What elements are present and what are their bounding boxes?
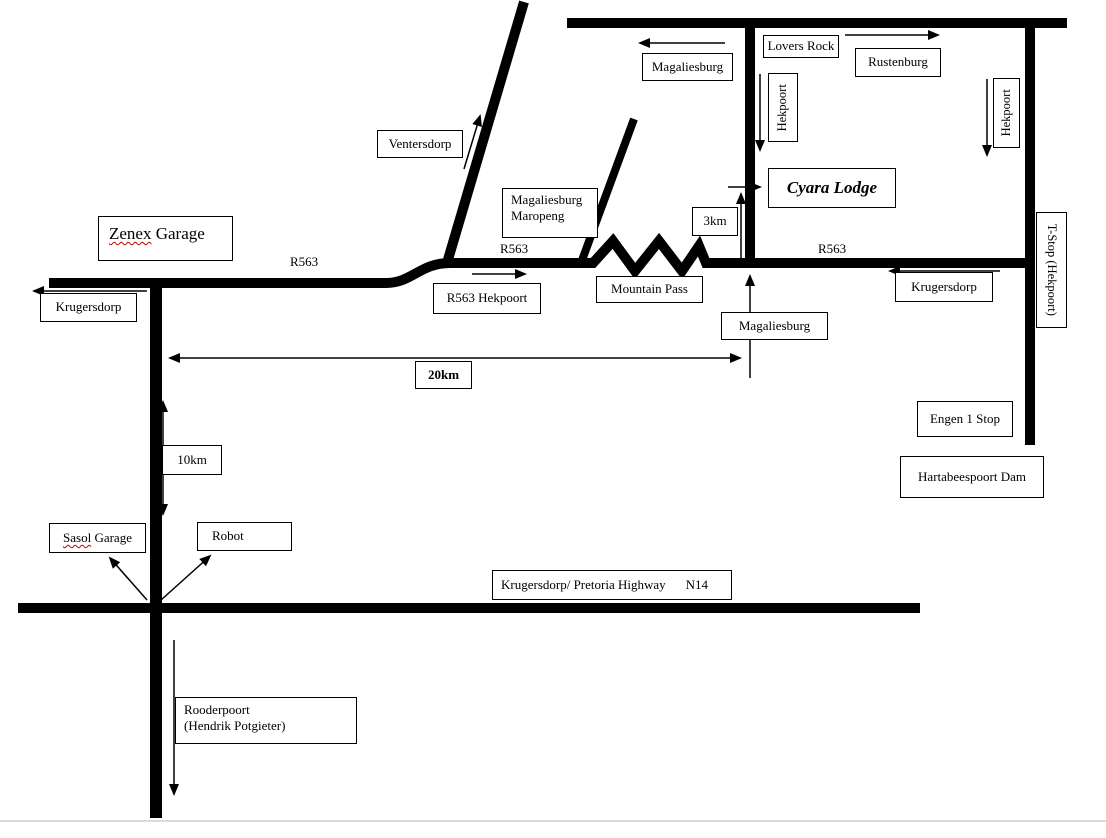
label-lovers-rock: Lovers Rock xyxy=(763,35,839,58)
label-magaliesburg-top: Magaliesburg xyxy=(642,53,733,81)
road-maropeng-diagonal xyxy=(577,117,638,265)
rooderpoort-line2-text: (Hendrik Potgieter) xyxy=(184,718,286,734)
label-r563-hekpoort: R563 Hekpoort xyxy=(433,283,541,314)
lovers-rock-text: Lovers Rock xyxy=(767,38,835,54)
hekpoort-left-text: Hekpoort xyxy=(775,83,790,132)
zenex-word: Zenex xyxy=(109,224,152,243)
mountain-pass-text: Mountain Pass xyxy=(611,281,688,297)
hekpoort-right-text: Hekpoort xyxy=(998,89,1013,137)
maropeng-line2-text: Maropeng xyxy=(511,208,565,224)
label-n14-highway: Krugersdorp/ Pretoria Highway N14 xyxy=(492,570,732,600)
label-krugersdorp-left: Krugersdorp xyxy=(40,293,137,322)
road-r563-with-mountain-pass xyxy=(49,232,1035,288)
rooderpoort-line1-text: Rooderpoort xyxy=(184,702,250,717)
label-mountain-pass: Mountain Pass xyxy=(596,276,703,303)
label-sasol-garage: Sasol Garage xyxy=(49,523,146,553)
label-magaliesburg-mid: Magaliesburg xyxy=(721,312,828,340)
label-r563-left: R563 xyxy=(290,254,319,270)
arrow-to-robot xyxy=(160,554,212,601)
label-r563-mid: R563 xyxy=(500,241,529,257)
label-hartabeespoort-dam: Hartabeespoort Dam xyxy=(900,456,1044,498)
magaliesburg-top-text: Magaliesburg xyxy=(651,58,724,74)
highway-name-text: Krugersdorp/ Pretoria Highway xyxy=(501,576,666,592)
r563-hekpoort-text: R563 Hekpoort xyxy=(446,290,528,306)
label-r563-right: R563 xyxy=(818,241,847,257)
label-hekpoort-right: Hekpoort xyxy=(993,78,1020,148)
label-ventersdorp: Ventersdorp xyxy=(377,130,463,158)
sasol-rest: Garage xyxy=(94,529,132,545)
cyara-lodge-text: Cyara Lodge xyxy=(786,178,878,198)
krugersdorp-left-text: Krugersdorp xyxy=(55,299,122,315)
rustenburg-text: Rustenburg xyxy=(868,54,928,70)
robot-text: Robot xyxy=(212,528,244,544)
zenex-rest: Garage xyxy=(155,224,205,243)
ventersdorp-text: Ventersdorp xyxy=(388,135,452,151)
magaliesburg-mid-text: Magaliesburg xyxy=(738,317,811,333)
label-3km: 3km xyxy=(692,207,738,236)
label-magaliesburg-maropeng: Magaliesburg Maropeng xyxy=(502,188,598,238)
dist-20km-text: 20km xyxy=(427,366,460,382)
label-engen-1-stop: Engen 1 Stop xyxy=(917,401,1013,437)
engen-text: Engen 1 Stop xyxy=(929,410,1001,426)
t-stop-text: T-Stop (Hekpoort) xyxy=(1045,223,1060,317)
dist-10km-text: 10km xyxy=(177,451,207,467)
label-20km: 20km xyxy=(415,361,472,389)
arrow-ventersdorp-direction xyxy=(463,114,482,170)
hartabeespoort-text: Hartabeespoort Dam xyxy=(918,468,1026,484)
label-rooderpoort: Rooderpoort (Hendrik Potgieter) xyxy=(175,697,357,744)
label-zenex-garage: Zenex Garage xyxy=(98,216,233,261)
label-robot: Robot xyxy=(197,522,292,551)
dist-3km-text: 3km xyxy=(703,213,727,229)
label-hekpoort-left: Hekpoort xyxy=(768,73,798,142)
arrow-to-sasol-garage xyxy=(108,556,148,601)
label-t-stop-hekpoort: T-Stop (Hekpoort) xyxy=(1036,212,1067,328)
label-rustenburg: Rustenburg xyxy=(855,48,941,77)
road-ventersdorp-diagonal xyxy=(442,0,529,265)
sasol-word: Sasol xyxy=(63,529,92,545)
label-cyara-lodge: Cyara Lodge xyxy=(768,168,896,208)
highway-code-text: N14 xyxy=(685,576,709,592)
label-10km: 10km xyxy=(162,445,222,475)
maropeng-line1-text: Magaliesburg xyxy=(511,192,583,207)
label-krugersdorp-right: Krugersdorp xyxy=(895,272,993,302)
krugersdorp-right-text: Krugersdorp xyxy=(911,278,977,294)
